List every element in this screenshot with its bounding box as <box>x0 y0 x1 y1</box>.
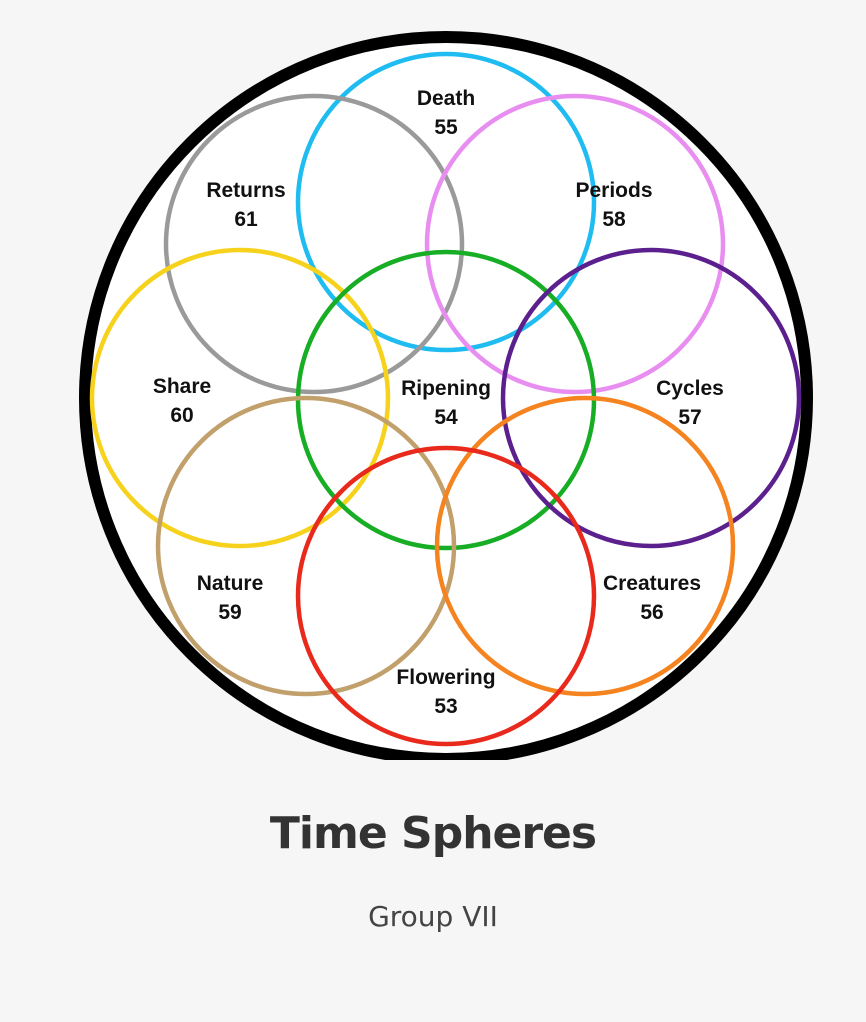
sphere-rings <box>89 51 802 747</box>
sphere-name-flowering: Flowering <box>396 666 495 689</box>
page-subtitle: Group VII <box>368 900 498 933</box>
sphere-ring-periods <box>424 93 726 395</box>
page-title: Time Spheres <box>269 808 597 859</box>
sphere-name-periods: Periods <box>575 179 652 202</box>
sphere-number-share: 60 <box>170 404 193 427</box>
sphere-number-creatures: 56 <box>640 601 663 624</box>
sphere-ring-nature <box>155 395 457 697</box>
sphere-name-creatures: Creatures <box>603 572 701 595</box>
sphere-name-share: Share <box>153 375 211 398</box>
sphere-ring-cycles <box>500 247 802 549</box>
sphere-number-death: 55 <box>434 116 458 139</box>
sphere-number-returns: 61 <box>234 208 258 231</box>
sphere-ring-flowering <box>295 445 597 747</box>
sphere-name-cycles: Cycles <box>656 377 724 400</box>
sphere-name-death: Death <box>417 87 475 110</box>
sphere-name-nature: Nature <box>197 572 264 595</box>
sphere-ring-creatures <box>434 395 736 697</box>
sphere-number-flowering: 53 <box>434 695 457 718</box>
sphere-ring-share <box>89 247 391 549</box>
sphere-ring-returns <box>163 93 465 395</box>
outer-circle <box>79 31 813 760</box>
sphere-ring-death <box>295 51 597 353</box>
sphere-number-nature: 59 <box>218 601 241 624</box>
sphere-name-returns: Returns <box>206 179 285 202</box>
sphere-number-cycles: 57 <box>678 406 701 429</box>
sphere-number-periods: 58 <box>602 208 626 231</box>
sphere-number-ripening: 54 <box>434 406 458 429</box>
sphere-name-ripening: Ripening <box>401 377 491 400</box>
